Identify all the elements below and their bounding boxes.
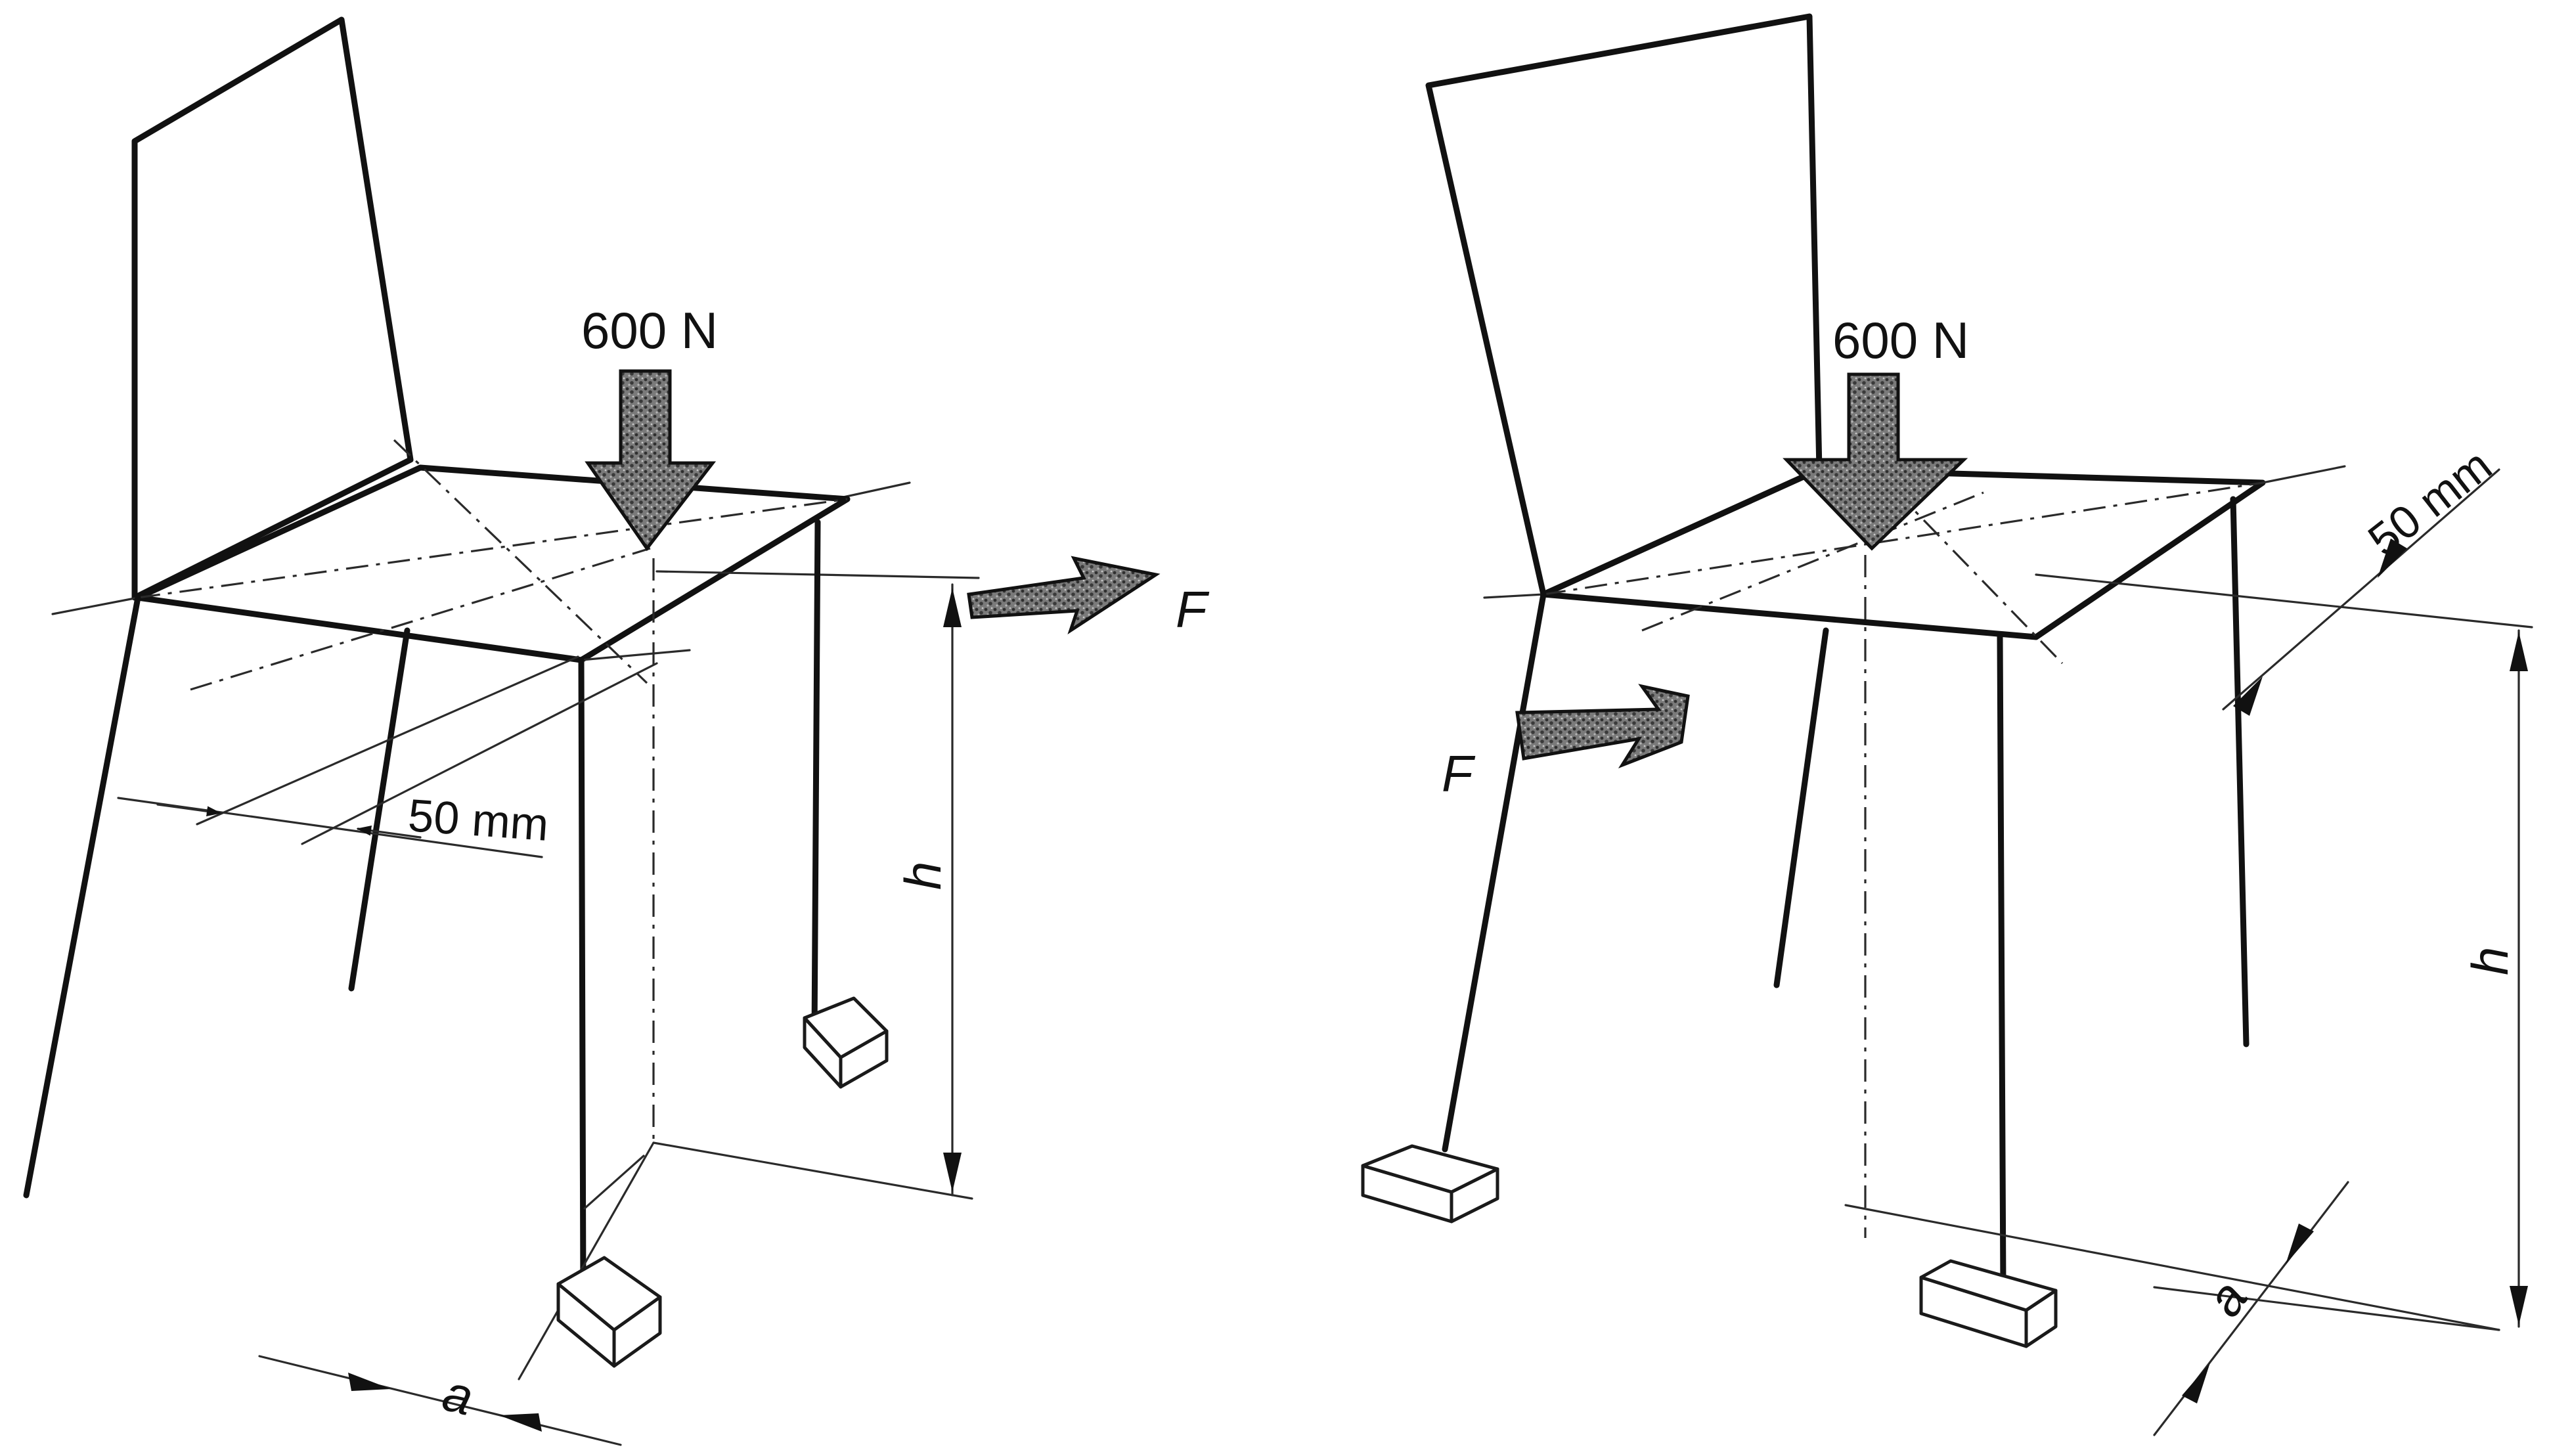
left-leg-front-right [811,519,821,1038]
right-height-base [2153,1286,2500,1331]
left-backrest [131,16,414,601]
right-stop-block-left [1361,1144,1499,1224]
left-offset-ext-a [196,655,579,826]
right-seat-diagonal-c [1641,491,1984,632]
right-leg-front-right [1997,634,2006,1291]
right-force-label: F [1442,745,1476,803]
right-height-arrow-bottom [2510,1286,2528,1325]
right-panel: 600 N F 50 mm h a [1361,13,2533,1436]
right-distance-arrow-b [2286,1224,2314,1264]
right-floor-line [1844,1204,2500,1331]
left-offset-ext-b [301,662,658,845]
left-load-arrow [585,369,717,552]
right-offset-dim [2222,468,2500,711]
left-seat-diagonal-b [393,439,648,684]
right-seat-guide-right [2261,465,2346,484]
right-seat-diagonal-a [1543,481,2263,596]
left-offset-arrow-b [356,825,422,839]
left-height-label: h [894,862,952,890]
left-floor-line-b [518,1141,655,1380]
left-offset-arrow-a [156,803,222,817]
left-floor-line-a [652,1141,973,1200]
right-distance-arrow-a [2182,1363,2210,1403]
left-force-label: F [1176,581,1210,638]
left-distance-arrow-b [499,1413,542,1432]
right-seat-guide-left [1483,593,1545,599]
left-force-arrow [967,556,1161,635]
left-seat-guide-back [51,596,139,615]
right-offset-arrow-a [2233,676,2263,716]
left-seat [135,464,851,663]
left-distance-dim [258,1355,622,1446]
left-distance-arrow-a [348,1373,391,1391]
left-panel: 600 N F 50 mm h a [23,16,1210,1446]
right-offset-arrow-b [2378,539,2407,578]
left-stop-block-front [556,1256,662,1368]
right-offset-label: 50 mm [2359,439,2501,566]
right-seat-edge-extension [2035,573,2533,629]
left-leg-back-left [23,594,141,1199]
right-leg-front-left [1442,591,1547,1153]
left-floor-line-c [583,1155,645,1210]
left-seat-diagonal-c [190,547,651,691]
right-leg-back-left [1773,627,1829,988]
left-leg-front-left [578,657,587,1297]
left-distance-label: a [437,1363,479,1426]
right-height-arrow-top [2510,632,2528,671]
right-force-arrow [1515,684,1690,769]
left-seat-diagonal-a [137,498,848,599]
left-load-label: 600 N [581,301,718,359]
right-backrest [1425,13,1823,598]
right-stop-block-right [1919,1259,2058,1348]
right-load-arrow [1783,372,1968,551]
left-height-arrow-bottom [943,1153,962,1192]
right-height-label: h [2461,947,2519,975]
right-leg-back-right [2230,496,2250,1048]
left-offset-label: 50 mm [407,789,550,850]
right-load-label: 600 N [1832,311,1969,369]
left-height-arrow-top [943,588,962,627]
left-leg-back-right [348,627,410,992]
left-stop-block-rear [803,996,889,1089]
left-horizontal-reference [580,649,691,661]
